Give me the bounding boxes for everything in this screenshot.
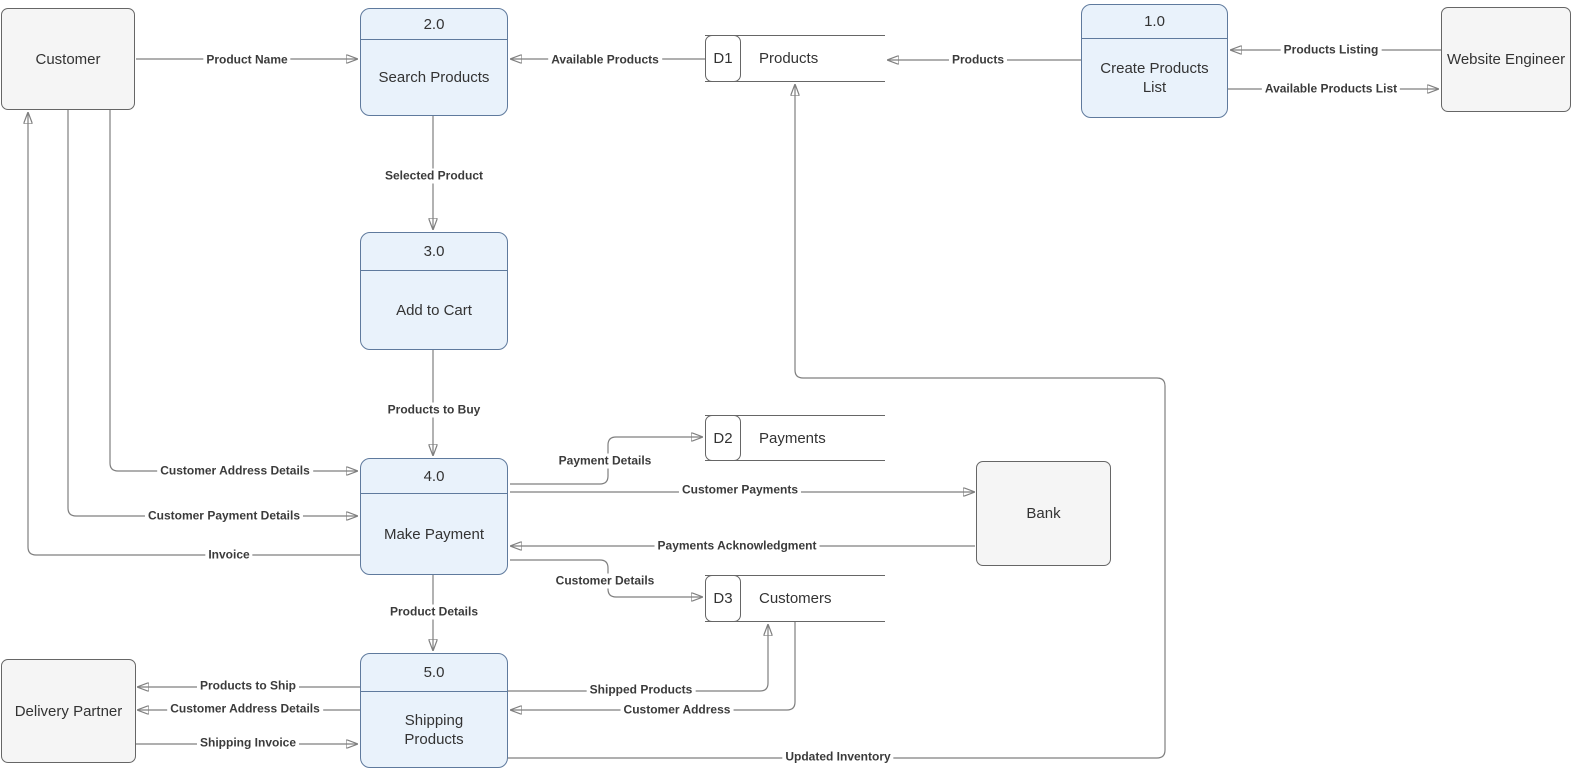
- process-make-payment[interactable]: 4.0 Make Payment: [360, 458, 508, 575]
- datastore-d1-id: D1: [705, 35, 741, 82]
- flow-label-customer-address[interactable]: Customer Address: [620, 702, 734, 718]
- flow-label-payment-details[interactable]: Payment Details: [555, 453, 655, 469]
- datastore-d1-label: Products: [759, 50, 819, 67]
- entity-customer-label: Customer: [35, 50, 101, 68]
- datastore-d2-payments[interactable]: D2 Payments: [705, 415, 885, 461]
- datastore-d3-label: Customers: [759, 590, 832, 607]
- process-make-payment-number: 4.0: [361, 459, 507, 494]
- flow-label-available-products[interactable]: Available Products: [548, 52, 662, 68]
- process-shipping-products-label: Shipping Products: [404, 711, 464, 748]
- flow-invoice: [28, 113, 360, 556]
- flow-label-customer-payments[interactable]: Customer Payments: [678, 482, 802, 498]
- process-create-products-list-label: Create Products List: [1100, 60, 1209, 96]
- flow-label-products-to-ship[interactable]: Products to Ship: [197, 678, 299, 694]
- process-create-products-list-number: 1.0: [1082, 5, 1227, 39]
- flow-shipped-products: [508, 625, 768, 692]
- process-search-products-number: 2.0: [361, 9, 507, 40]
- flow-updated-inventory: [508, 85, 1166, 759]
- flow-label-product-details[interactable]: Product Details: [386, 604, 482, 620]
- flow-label-products-listing[interactable]: Products Listing: [1280, 42, 1382, 58]
- flow-label-payments-acknowledgment[interactable]: Payments Acknowledgment: [654, 538, 820, 554]
- flow-label-selected-product[interactable]: Selected Product: [381, 168, 487, 184]
- datastore-d3-customers[interactable]: D3 Customers: [705, 575, 885, 622]
- entity-delivery-partner[interactable]: Delivery Partner: [1, 659, 136, 763]
- process-shipping-products-number: 5.0: [361, 654, 507, 692]
- process-make-payment-label: Make Payment: [383, 525, 485, 543]
- flow-label-products-to-buy[interactable]: Products to Buy: [384, 402, 484, 418]
- process-search-products-label: Search Products: [378, 69, 490, 86]
- flow-label-customer-address-details-bottom[interactable]: Customer Address Details: [167, 701, 323, 717]
- flow-label-customer-payment-details[interactable]: Customer Payment Details: [144, 508, 304, 524]
- process-add-to-cart-number: 3.0: [361, 233, 507, 271]
- flow-label-product-name[interactable]: Product Name: [203, 52, 291, 68]
- process-add-to-cart[interactable]: 3.0 Add to Cart: [360, 232, 508, 350]
- flow-customer-address: [511, 622, 796, 710]
- flow-label-available-products-list[interactable]: Available Products List: [1261, 81, 1401, 97]
- entity-bank-label: Bank: [1026, 505, 1061, 522]
- flow-label-customer-address-details-top[interactable]: Customer Address Details: [157, 463, 313, 479]
- flow-customer-address-details-top: [109, 110, 357, 471]
- entity-website-engineer[interactable]: Website Engineer: [1441, 7, 1571, 112]
- datastore-d1-products[interactable]: D1 Products: [705, 35, 885, 82]
- entity-bank[interactable]: Bank: [976, 461, 1111, 566]
- flow-label-customer-details[interactable]: Customer Details: [552, 573, 658, 589]
- process-shipping-products[interactable]: 5.0 Shipping Products: [360, 653, 508, 768]
- process-create-products-list[interactable]: 1.0 Create Products List: [1081, 4, 1228, 118]
- entity-website-engineer-label: Website Engineer: [1446, 51, 1566, 68]
- entity-delivery-partner-label: Delivery Partner: [14, 702, 123, 720]
- flow-customer-payment-details: [67, 110, 357, 516]
- datastore-d2-id: D2: [705, 415, 741, 461]
- flow-label-invoice[interactable]: Invoice: [205, 547, 253, 563]
- flow-label-shipped-products[interactable]: Shipped Products: [586, 682, 696, 698]
- process-add-to-cart-label: Add to Cart: [396, 301, 472, 319]
- entity-customer[interactable]: Customer: [1, 8, 135, 110]
- flow-label-updated-inventory[interactable]: Updated Inventory: [782, 749, 894, 765]
- process-search-products[interactable]: 2.0 Search Products: [360, 8, 508, 116]
- datastore-d2-label: Payments: [759, 429, 826, 447]
- datastore-d3-id: D3: [705, 575, 741, 622]
- flow-label-shipping-invoice[interactable]: Shipping Invoice: [196, 735, 300, 751]
- flow-label-products[interactable]: Products: [948, 52, 1008, 68]
